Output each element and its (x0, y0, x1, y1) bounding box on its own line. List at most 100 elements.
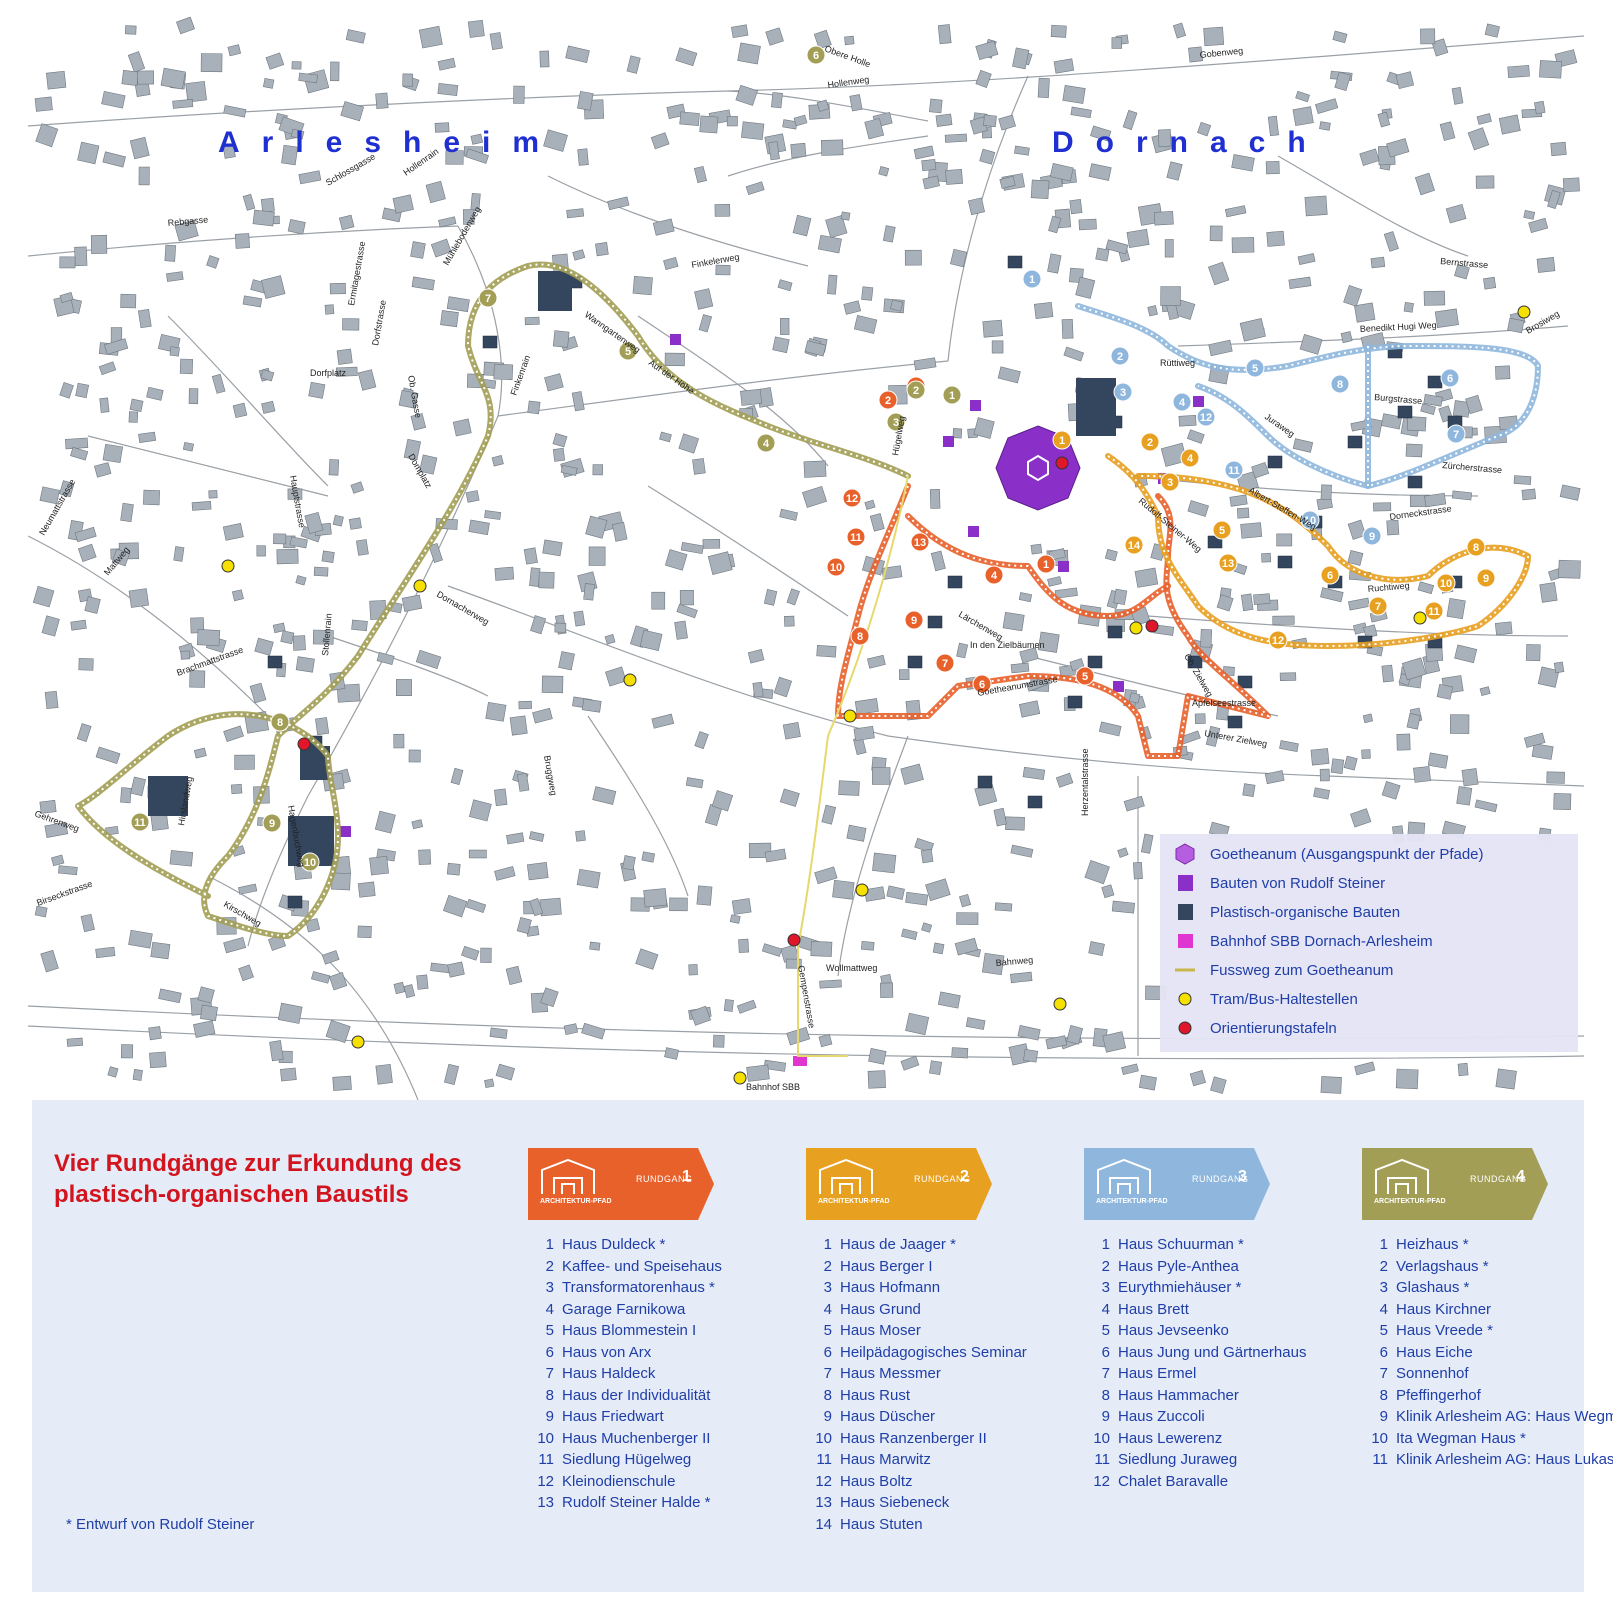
route-markers[interactable]: 1234567891011121312345678910111213141234… (130, 45, 1496, 872)
route-marker[interactable]: 2 (878, 390, 898, 410)
street-label: Dorfstrasse (370, 299, 388, 346)
route-marker[interactable]: 14 (1124, 535, 1144, 555)
stop-marker[interactable] (221, 559, 235, 573)
item-number: 3 (1101, 1279, 1110, 1296)
route-marker[interactable]: 6 (806, 45, 826, 65)
route-marker[interactable]: 1 (1022, 269, 1042, 289)
map-area[interactable]: 1234567891011121312345678910111213141234… (28, 16, 1584, 1100)
route-marker[interactable]: 11 (130, 812, 150, 832)
route-marker[interactable]: 13 (1218, 553, 1238, 573)
route-marker[interactable]: 4 (756, 433, 776, 453)
item-label: Glashaus * (1396, 1279, 1470, 1296)
orientation-board-marker[interactable] (1145, 619, 1159, 633)
route-marker[interactable]: 10 (826, 557, 846, 577)
item-label: Haus Lewerenz (1118, 1429, 1223, 1447)
route-marker[interactable]: 3 (1160, 472, 1180, 492)
route-marker[interactable]: 1 (1036, 554, 1056, 574)
item-number: 6 (545, 1343, 554, 1361)
street-label: Benedikt Hugi Weg (1360, 320, 1437, 334)
stop-marker[interactable] (855, 883, 869, 897)
route-marker[interactable]: 6 (972, 674, 992, 694)
route-marker[interactable]: 3 (1113, 382, 1133, 402)
route-marker[interactable]: 7 (478, 288, 498, 308)
street-label: Obere Holle (823, 43, 872, 69)
orientation-board-marker[interactable] (787, 933, 801, 947)
orientation-board-marker[interactable] (1055, 456, 1069, 470)
route-marker-number: 11 (1428, 606, 1440, 618)
route-marker[interactable]: 11 (1424, 601, 1444, 621)
item-label: Haus Jevseenko (1118, 1322, 1229, 1339)
route-marker[interactable]: 5 (618, 341, 638, 361)
route-marker[interactable]: 5 (1212, 520, 1232, 540)
stop-marker[interactable] (1413, 611, 1427, 625)
route-marker[interactable]: 4 (1180, 448, 1200, 468)
route-marker[interactable]: 9 (1362, 526, 1382, 546)
route-marker[interactable]: 7 (1368, 596, 1388, 616)
item-number: 8 (823, 1386, 832, 1404)
stop-marker[interactable] (413, 579, 427, 593)
stop-markers[interactable] (221, 305, 1531, 1085)
route-marker[interactable]: 8 (270, 712, 290, 732)
route-marker[interactable]: 7 (935, 653, 955, 673)
route-marker[interactable]: 3 (886, 412, 906, 432)
route-marker[interactable]: 13 (910, 532, 930, 552)
street-label: Bernstrasse (1440, 256, 1489, 270)
route-marker[interactable]: 7 (1446, 424, 1466, 444)
stop-marker[interactable] (1053, 997, 1067, 1011)
stop-marker[interactable] (623, 673, 637, 687)
route-marker[interactable]: 9 (904, 610, 924, 630)
stop-marker[interactable] (1517, 305, 1531, 319)
route-marker[interactable]: 1 (1052, 430, 1072, 450)
route-marker[interactable]: 12 (1196, 407, 1216, 427)
item-number: 9 (823, 1408, 832, 1425)
magenta-square-icon (1174, 930, 1200, 952)
item-label: Heilpädagogisches Seminar (840, 1343, 1027, 1361)
stop-marker[interactable] (1129, 621, 1143, 635)
route-marker[interactable]: 8 (850, 626, 870, 646)
route-marker[interactable]: 5 (1075, 666, 1095, 686)
route-marker[interactable]: 12 (1268, 630, 1288, 650)
route-marker[interactable]: 6 (1320, 565, 1340, 585)
legend-label: Tram/Bus-Haltestellen (1210, 990, 1358, 1008)
route-marker[interactable]: 11 (846, 527, 866, 547)
route-banner-4: ARCHITEKTUR-PFAD RUNDGANG 4 (1362, 1148, 1548, 1220)
orientation-board-marker[interactable] (297, 737, 311, 751)
item-label: Haus Pyle-Anthea (1118, 1257, 1239, 1275)
route-marker[interactable]: 8 (1330, 374, 1350, 394)
route-marker[interactable]: 9 (262, 813, 282, 833)
route-marker[interactable]: 10 (1436, 573, 1456, 593)
item-number: 11 (538, 1451, 554, 1468)
route-marker[interactable]: 10 (1300, 510, 1320, 530)
legend-label: Bauten von Rudolf Steiner (1210, 874, 1386, 892)
stop-marker[interactable] (843, 709, 857, 723)
route-marker[interactable]: 1 (942, 385, 962, 405)
route-marker[interactable]: 2 (1140, 432, 1160, 452)
route-marker[interactable]: 10 (300, 852, 320, 872)
item-number: 11 (816, 1451, 832, 1468)
route-marker[interactable]: 8 (1466, 537, 1486, 557)
route-marker[interactable]: 4 (1172, 392, 1192, 412)
item-label: Kaffee- und Speisehaus (562, 1257, 722, 1275)
route-marker[interactable]: 11 (1224, 460, 1244, 480)
street-label: Birseckstrasse (35, 878, 93, 907)
route-marker[interactable]: 9 (1476, 568, 1496, 588)
route-marker[interactable]: 12 (842, 488, 862, 508)
stop-marker[interactable] (733, 1071, 747, 1085)
route-marker[interactable]: 2 (906, 380, 926, 400)
route-marker[interactable]: 5 (1245, 358, 1265, 378)
item-number: 4 (545, 1300, 554, 1318)
route-marker[interactable]: 6 (1440, 368, 1460, 388)
route-marker[interactable]: 4 (984, 565, 1004, 585)
route-marker[interactable]: 2 (1110, 346, 1130, 366)
stop-marker[interactable] (351, 1035, 365, 1049)
